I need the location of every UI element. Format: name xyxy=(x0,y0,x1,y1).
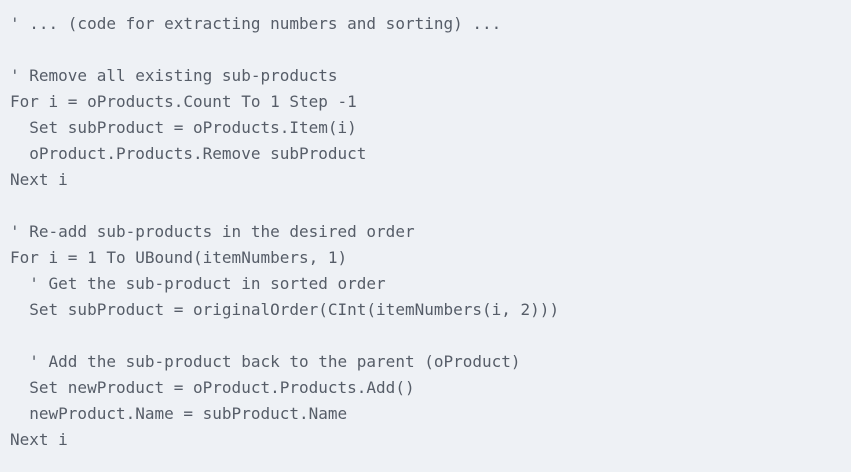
code-lines: ' ... (code for extracting numbers and s… xyxy=(10,11,841,453)
code-line: Set subProduct = originalOrder(CInt(item… xyxy=(10,300,560,319)
code-line xyxy=(10,193,841,219)
code-line: ' Re-add sub-products in the desired ord… xyxy=(10,222,415,241)
code-line: Set newProduct = oProduct.Products.Add() xyxy=(10,378,415,397)
code-line xyxy=(10,323,841,349)
code-line: For i = 1 To UBound(itemNumbers, 1) xyxy=(10,248,348,267)
code-line: Next i xyxy=(10,170,68,189)
code-line xyxy=(10,37,841,63)
code-line: For i = oProducts.Count To 1 Step -1 xyxy=(10,92,357,111)
code-line: oProduct.Products.Remove subProduct xyxy=(10,144,367,163)
code-line: ' ... (code for extracting numbers and s… xyxy=(10,14,502,33)
code-line: ' Add the sub-product back to the parent… xyxy=(10,352,521,371)
code-line: Set subProduct = oProducts.Item(i) xyxy=(10,118,357,137)
code-line: ' Remove all existing sub-products xyxy=(10,66,338,85)
code-line: newProduct.Name = subProduct.Name xyxy=(10,404,348,423)
code-line: ' Get the sub-product in sorted order xyxy=(10,274,386,293)
code-line: Next i xyxy=(10,430,68,449)
